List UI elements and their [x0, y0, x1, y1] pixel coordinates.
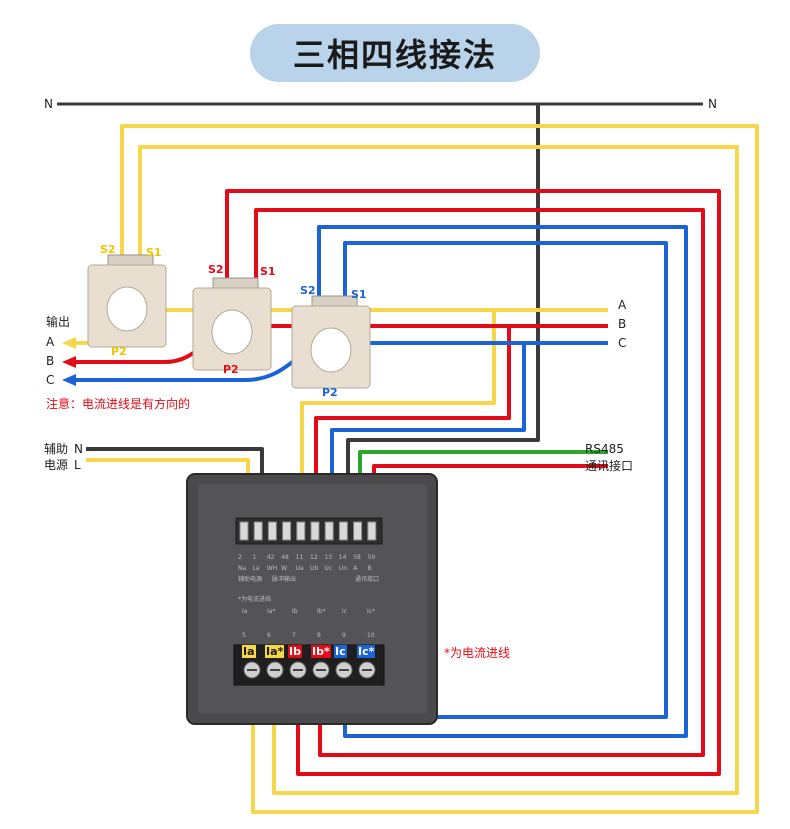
top-terminal-screws: [239, 521, 377, 541]
meter-top-term-1: La: [252, 565, 260, 572]
meter-mid-number-5: 10: [367, 632, 375, 639]
meter-top-number-8: 58: [353, 554, 361, 561]
meter-top-term-2: WH: [266, 565, 278, 572]
meter-top-term-6: Uc: [324, 565, 333, 572]
current-transformers: [87, 254, 371, 389]
output-arrows: [62, 337, 76, 386]
meter-top-number-2: 42: [266, 554, 275, 561]
ct-c-p2-label: P2: [322, 386, 338, 399]
top-terminal-screw[interactable]: [239, 521, 249, 541]
meter-top-number-3: 48: [281, 554, 289, 561]
meter-mid-term-0: Ia: [242, 608, 248, 615]
ct-phase-c: [291, 295, 371, 389]
ct-a-p2-label: P2: [111, 345, 127, 358]
bottom-terminal-label-3: Ib*: [311, 645, 331, 658]
meter-top-number-9: 59: [367, 554, 376, 561]
phase-a-s2-loop: [120, 124, 759, 814]
neutral-label-left: N: [44, 97, 53, 111]
meter-top-term-7: Un: [338, 565, 347, 572]
meter-mid-term-5: Ic*: [367, 608, 376, 615]
meter-caption-comm: 通讯接口: [355, 576, 380, 583]
top-terminal-screw[interactable]: [267, 521, 277, 541]
arrow-b: [62, 356, 76, 368]
phase-b-s1-loop: [254, 208, 705, 757]
top-terminal-screw[interactable]: [338, 521, 348, 541]
phase-a-s1-loop: [138, 145, 739, 795]
arrow-c: [62, 374, 76, 386]
ct-b-s2-label: S2: [208, 263, 224, 276]
power-meter: [186, 473, 438, 725]
meter-mid-term-4: Ic: [342, 608, 348, 615]
meter-mid-number-2: 7: [292, 632, 296, 639]
top-terminal-screw[interactable]: [353, 521, 363, 541]
ct-b-p2-label: P2: [223, 363, 239, 376]
ct-phase-a: [87, 254, 167, 348]
arrow-a: [62, 337, 76, 349]
aux-l-label: L: [74, 458, 81, 472]
rs485-label: RS485: [585, 442, 624, 456]
top-terminal-screw[interactable]: [367, 521, 377, 541]
top-terminal-screw[interactable]: [282, 521, 292, 541]
bottom-terminal-block: [233, 644, 385, 686]
phase-b-s2-loop: [225, 189, 721, 776]
ct-a-s1-label: S1: [146, 246, 162, 259]
meter-top-term-5: Ub: [310, 565, 319, 572]
meter-mid-note: *为电流进线: [238, 596, 272, 603]
meter-top-term-0: Na: [238, 565, 247, 572]
phase-a-voltage-wire: [300, 310, 496, 530]
direction-note: 注意：电流进线是有方向的: [46, 397, 191, 411]
meter-mid-number-4: 9: [342, 632, 346, 639]
meter-mid-number-1: 6: [267, 632, 271, 639]
ct-c-s2-label: S2: [300, 284, 316, 297]
meter-top-number-4: 11: [295, 554, 304, 561]
meter-mid-term-1: Ia*: [267, 608, 276, 615]
aux-n-label: N: [74, 442, 83, 456]
meter-mid-number-3: 8: [317, 632, 321, 639]
top-terminal-screw[interactable]: [253, 521, 263, 541]
phase-b-label: B: [618, 317, 627, 331]
ct-c-s1-label: S1: [351, 288, 367, 301]
meter-top-term-9: B: [367, 565, 372, 572]
phase-c-label: C: [618, 336, 627, 350]
phase-a-label: A: [618, 298, 627, 312]
current-input-note: *为电流进线: [444, 646, 511, 660]
meter-top-term-4: Ua: [295, 565, 304, 572]
meter-top-number-1: 1: [252, 554, 257, 561]
phase-c-s2-loop: [317, 225, 688, 738]
bottom-terminal-label-5: Ic*: [357, 645, 376, 658]
page-title: 三相四线接法: [250, 24, 540, 82]
bottom-terminal-label-4: Ic: [334, 645, 347, 658]
meter-top-term-3: W: [281, 565, 288, 572]
output-a-label: A: [46, 335, 55, 349]
output-heading: 输出: [46, 315, 71, 329]
meter-top-number-6: 13: [324, 554, 333, 561]
ct-a-s2-label: S2: [100, 243, 116, 256]
top-terminal-screw[interactable]: [324, 521, 334, 541]
output-b-label: B: [46, 354, 55, 368]
bottom-terminal-label-2: Ib: [288, 645, 302, 658]
bottom-terminal-label-1: Ia*: [265, 645, 285, 658]
neutral-label-right: N: [708, 97, 717, 111]
aux-power-line1: 辅助: [44, 442, 69, 456]
aux-power-line2: 电源: [44, 458, 69, 472]
meter-top-number-5: 12: [310, 554, 318, 561]
top-terminal-screw[interactable]: [310, 521, 320, 541]
output-c-label: C: [46, 373, 55, 387]
meter-top-term-8: A: [353, 565, 358, 572]
meter-mid-number-0: 5: [242, 632, 246, 639]
ct-phase-b: [192, 277, 272, 371]
meter-caption-aux: 辅助电源: [238, 576, 263, 583]
meter-top-number-7: 14: [338, 554, 347, 561]
bottom-terminal-label-0: Ia: [242, 645, 256, 658]
meter-mid-term-2: Ib: [292, 608, 298, 615]
rs485-sublabel: 通讯接口: [585, 459, 634, 473]
bottom-terminal-screws: [243, 661, 376, 679]
top-terminal-screw[interactable]: [296, 521, 306, 541]
meter-mid-term-3: Ib*: [317, 608, 326, 615]
meter-caption-pulse: 脉冲输出: [272, 576, 297, 583]
meter-top-number-0: 2: [238, 554, 242, 561]
ct-b-s1-label: S1: [260, 265, 276, 278]
